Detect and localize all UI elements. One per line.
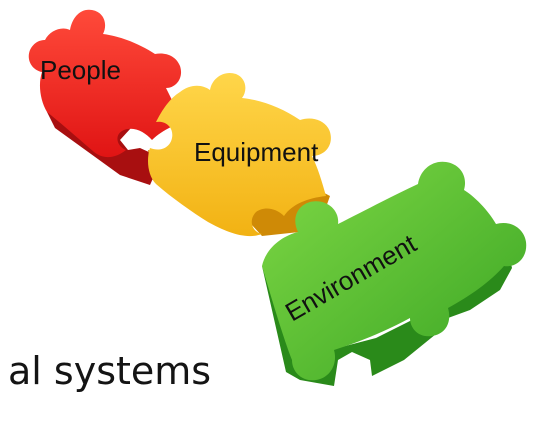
environment-piece-top [262, 161, 527, 381]
people-piece: People [28, 9, 183, 185]
equipment-piece-top [148, 72, 331, 237]
environment-piece: Environment [262, 161, 527, 386]
equipment-label: Equipment [194, 137, 319, 167]
people-piece-top [28, 9, 183, 158]
caption-text: al systems [8, 349, 212, 393]
equipment-piece: Equipment [148, 72, 331, 237]
people-label: People [40, 55, 121, 85]
